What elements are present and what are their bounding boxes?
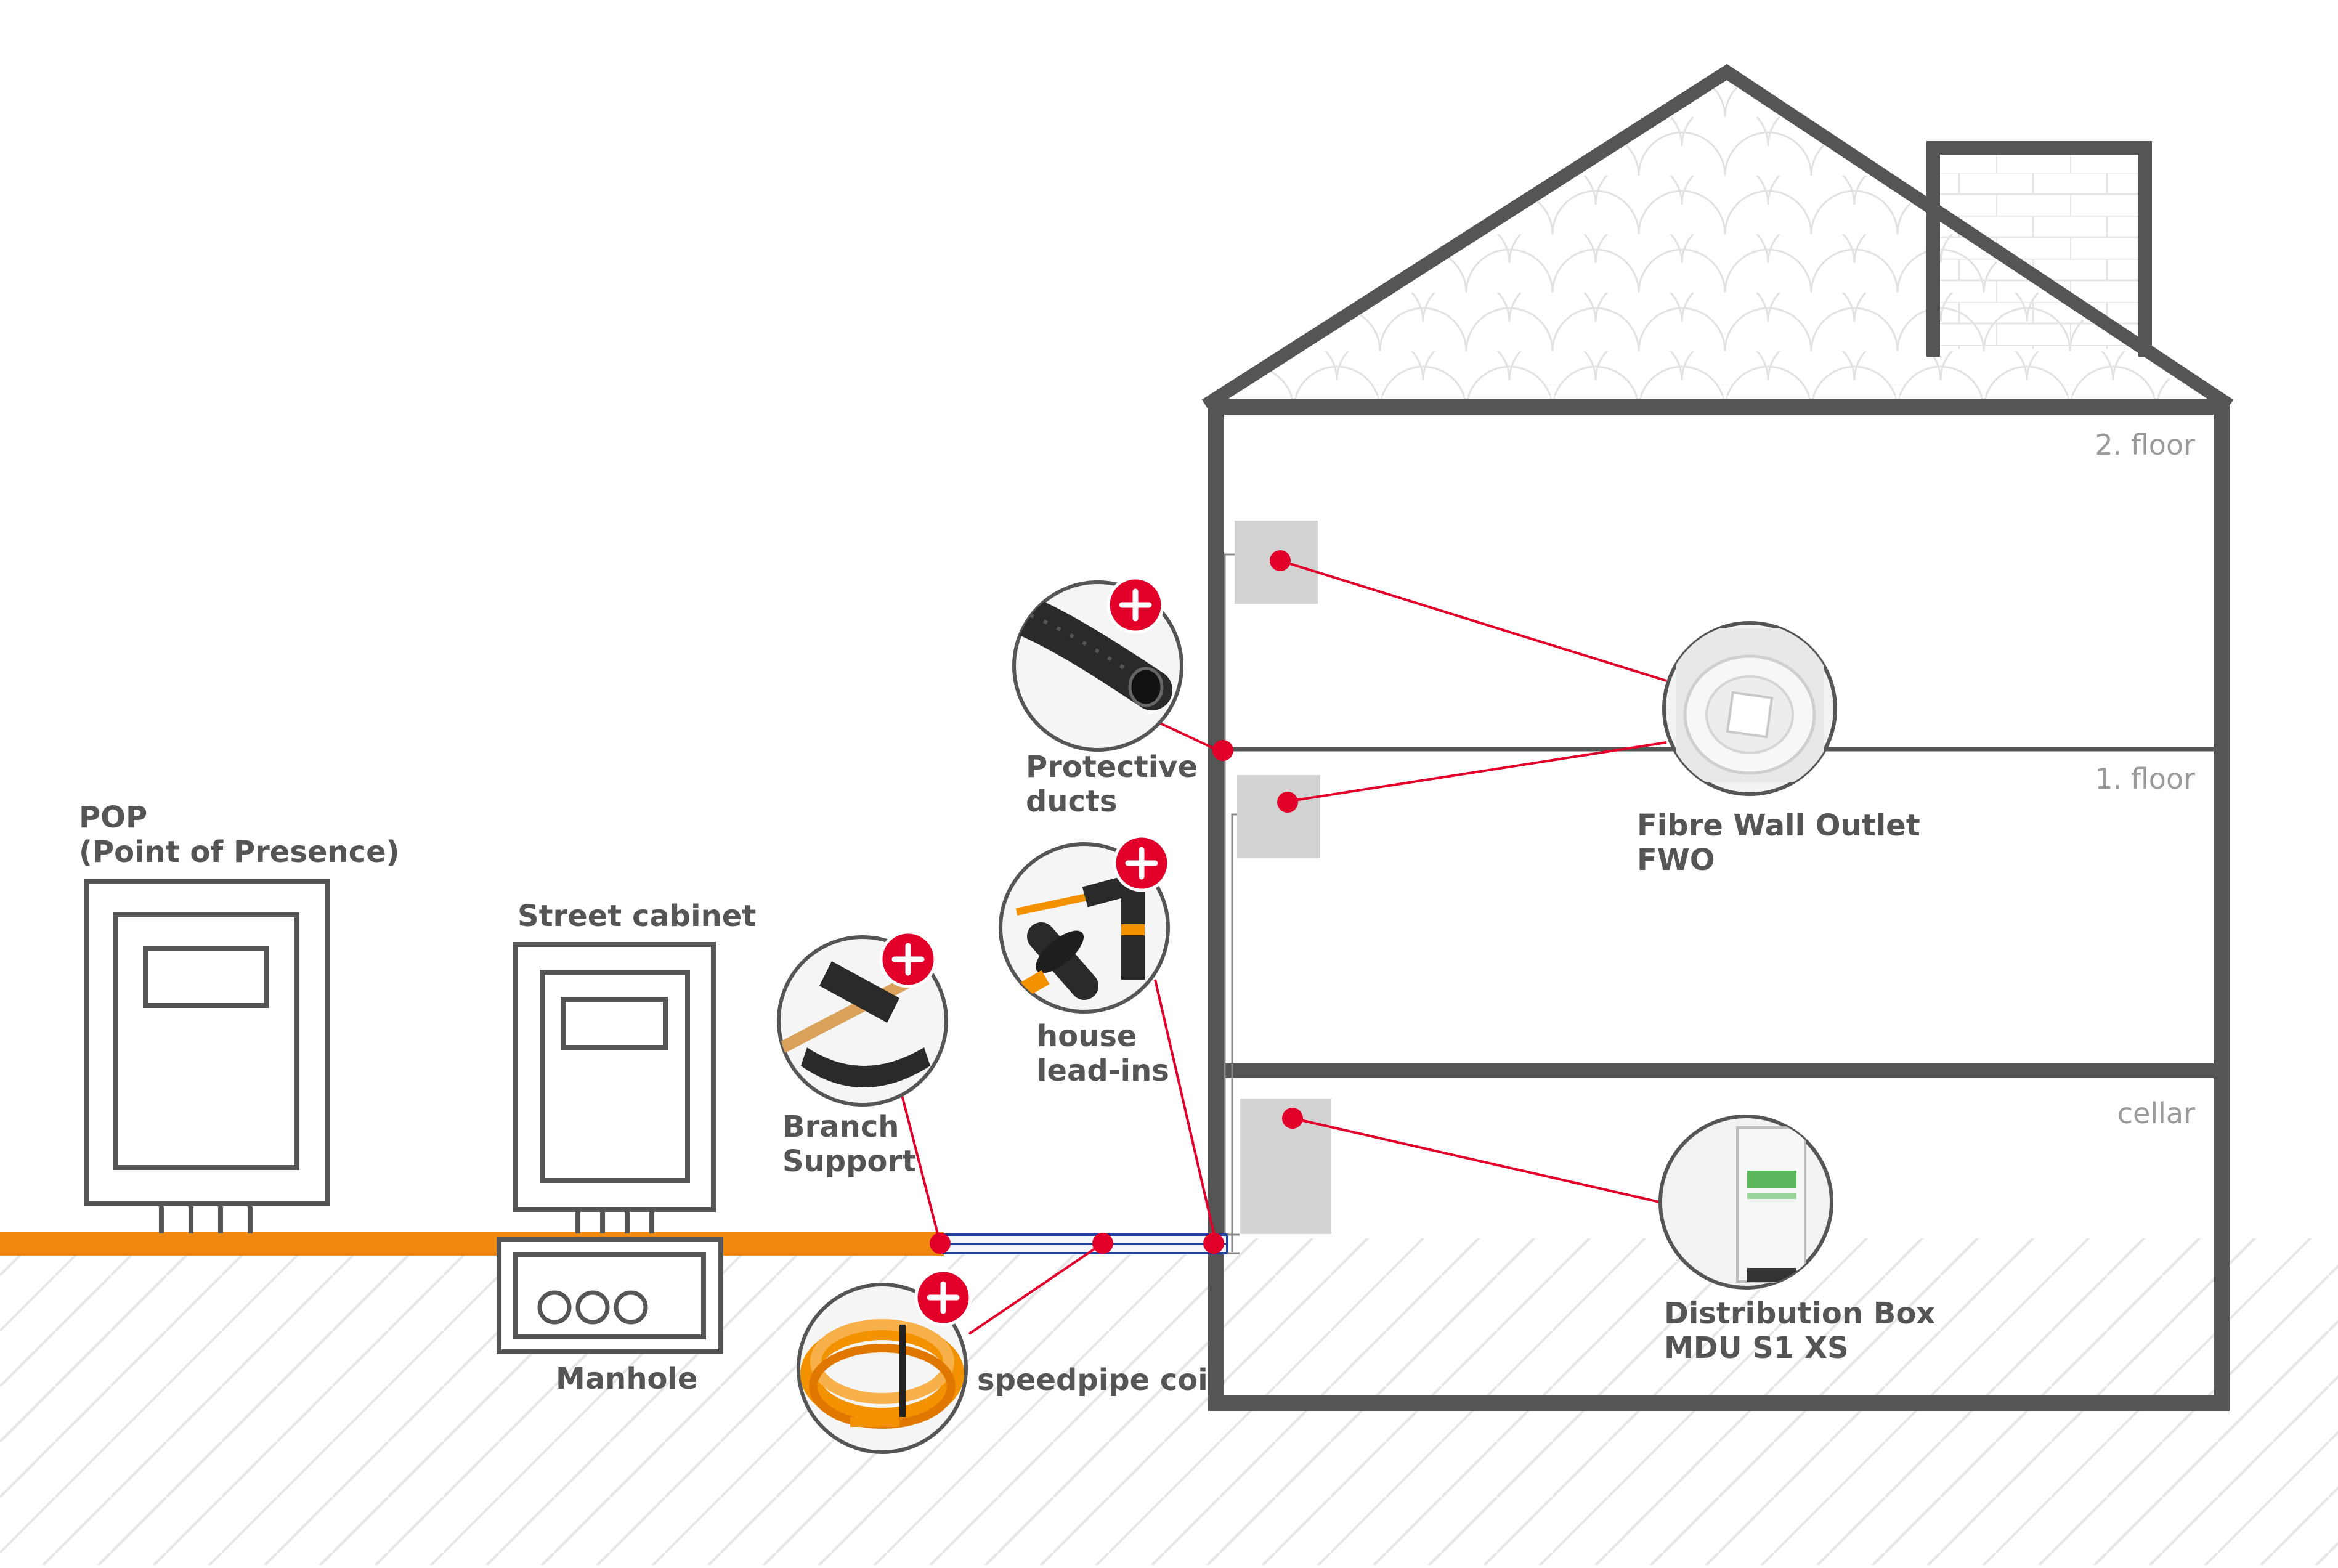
fwo-label-1: Fibre Wall Outlet <box>1637 808 1920 843</box>
plus-icon <box>891 943 925 976</box>
wall-outlet-icon <box>1676 628 1824 782</box>
distbox-label-1: Distribution Box <box>1664 1296 1935 1331</box>
branch-support-label-1: Branch <box>782 1110 899 1144</box>
plus-icon <box>1125 847 1158 880</box>
pop-subtitle: (Point of Presence) <box>79 835 400 869</box>
connector-lines <box>899 559 1667 1335</box>
product-branch-support[interactable] <box>777 930 948 1107</box>
house <box>1201 63 2234 1411</box>
street-cabinet <box>513 942 716 1233</box>
manhole-label: Manhole <box>556 1362 697 1396</box>
pop-cabinet <box>84 879 330 1233</box>
internal-riser <box>1224 553 1237 1252</box>
speedpipe-coil-icon <box>800 1319 964 1429</box>
product-house-leadins[interactable] <box>999 834 1171 1014</box>
product-speedpipe-coil[interactable] <box>797 1269 972 1454</box>
floor-label-cellar: cellar <box>2117 1097 2195 1130</box>
product-protective-ducts[interactable] <box>1010 576 1183 752</box>
protective-ducts-label-1: Protective <box>1026 750 1198 784</box>
dot-socket-floor-2[interactable] <box>1270 550 1291 571</box>
dot-socket-floor-1[interactable] <box>1277 792 1298 813</box>
house-leadins-label-2: lead-ins <box>1037 1054 1169 1088</box>
protective-ducts-label-2: ducts <box>1026 784 1118 819</box>
house-chimney <box>1926 141 2152 357</box>
main-trunk-cable <box>0 1232 944 1256</box>
wall-socket-floor-1[interactable] <box>1237 775 1320 858</box>
speedpipe-coil-label: speedpipe coil <box>977 1363 1218 1397</box>
dot-branch-support[interactable] <box>930 1233 951 1254</box>
distbox-label-2: MDU S1 XS <box>1664 1331 1849 1365</box>
dot-cellar-box[interactable] <box>1282 1108 1303 1129</box>
manhole <box>497 1237 723 1354</box>
house-leadins-label-1: house <box>1037 1019 1137 1054</box>
house-walls <box>1208 399 2230 1411</box>
street-cabinet-label: Street cabinet <box>518 899 756 933</box>
plus-icon <box>927 1281 960 1314</box>
pop-label: POP <box>79 800 147 835</box>
product-fibre-wall-outlet[interactable] <box>1662 621 1837 796</box>
house-roof <box>1201 63 2234 412</box>
product-distribution-box[interactable] <box>1658 957 1833 1290</box>
junction-dots <box>930 550 1303 1254</box>
plus-icon <box>1119 588 1152 622</box>
dot-house-entry[interactable] <box>1212 740 1233 761</box>
distribution-box-icon <box>1736 1126 1806 1283</box>
floor-label-1: 1. floor <box>2095 762 2195 795</box>
fwo-label-2: FWO <box>1637 843 1715 877</box>
branch-support-label-2: Support <box>782 1144 916 1179</box>
dot-house-leadin[interactable] <box>1203 1233 1224 1254</box>
chimney-bricks <box>1936 152 2142 349</box>
floor-label-2: 2. floor <box>2095 428 2195 461</box>
dot-speedpipe[interactable] <box>1092 1233 1113 1254</box>
leadin-fitting-icon <box>1015 875 1145 1000</box>
